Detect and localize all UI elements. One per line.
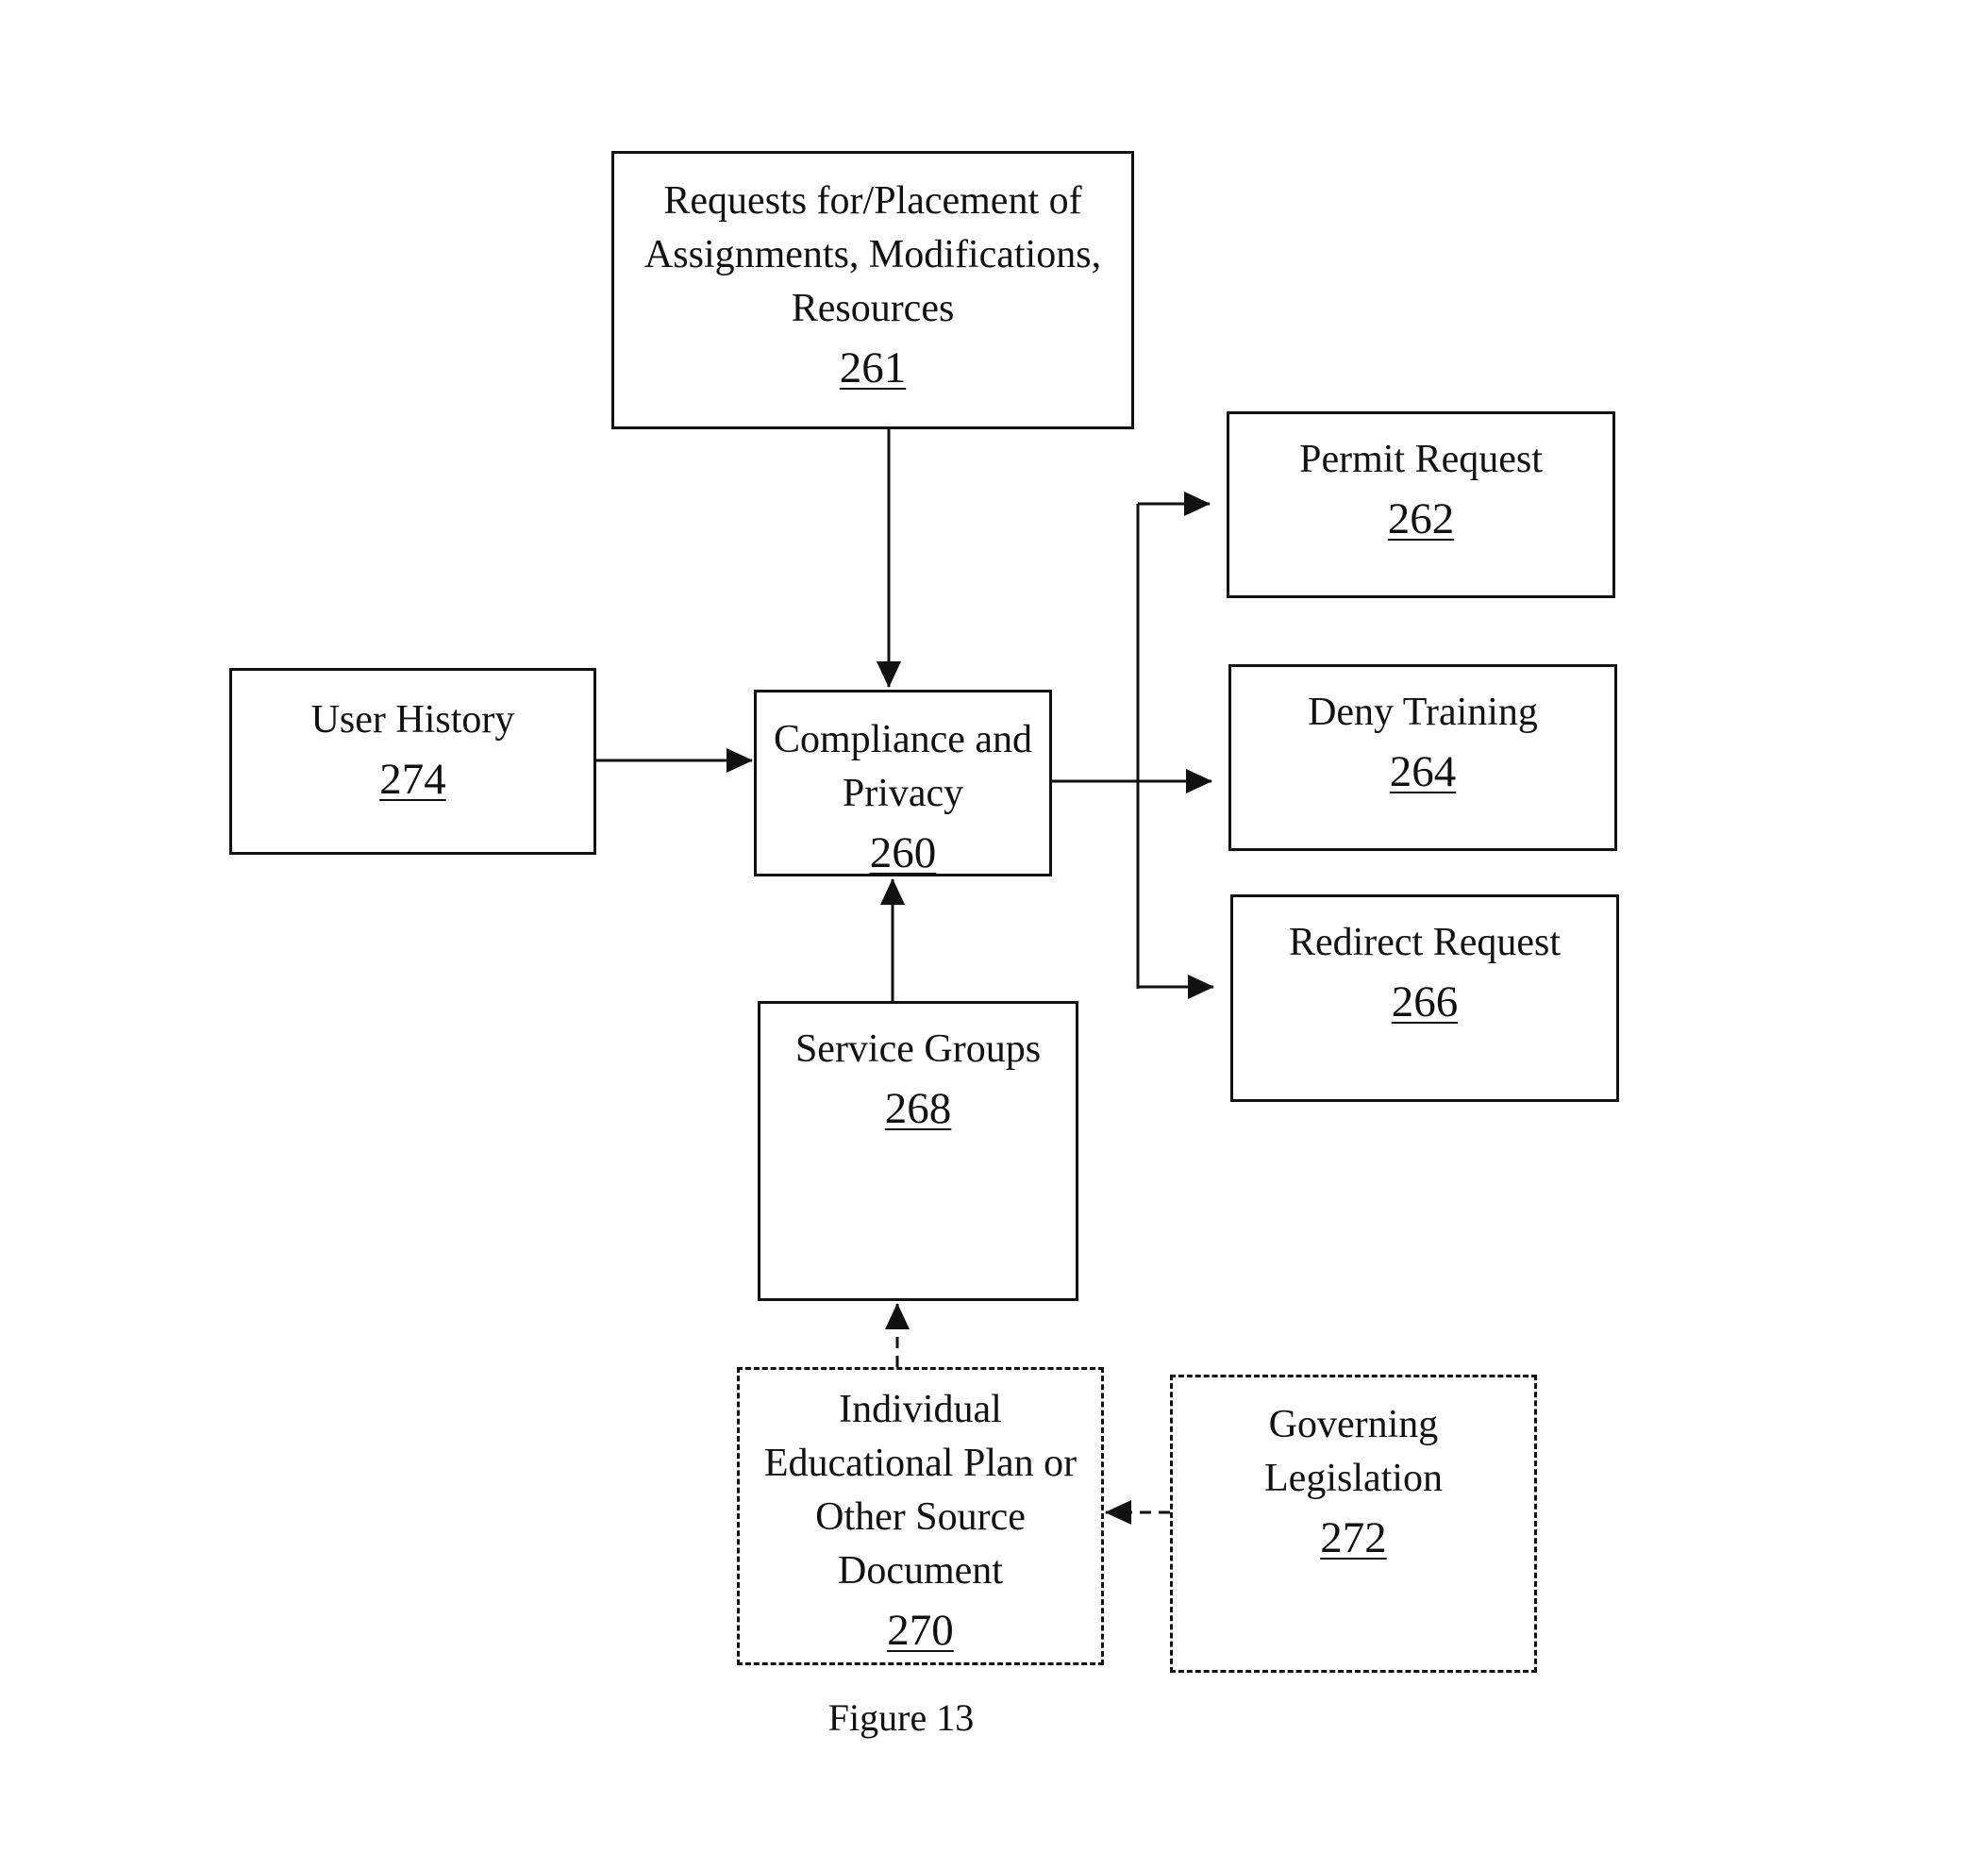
iep-line-4: Document bbox=[740, 1544, 1101, 1598]
requests-line-1: Requests for/Placement of bbox=[614, 175, 1131, 228]
iep-node: Individual Educational Plan or Other Sou… bbox=[737, 1367, 1104, 1665]
requests-node: Requests for/Placement of Assignments, M… bbox=[611, 151, 1134, 429]
figure-caption: Figure 13 bbox=[811, 1694, 991, 1742]
requests-ref-number: 261 bbox=[614, 338, 1131, 399]
redirect-request-ref-number: 266 bbox=[1233, 972, 1616, 1033]
iep-line-1: Individual bbox=[740, 1383, 1101, 1437]
compliance-ref-number: 260 bbox=[757, 823, 1049, 876]
requests-line-3: Resources bbox=[614, 282, 1131, 336]
user-history-node: User History 274 bbox=[229, 668, 596, 855]
permit-request-label: Permit Request bbox=[1229, 433, 1612, 487]
compliance-line-2: Privacy bbox=[757, 767, 1049, 821]
legislation-line-1: Governing bbox=[1173, 1398, 1534, 1452]
service-groups-ref-number: 268 bbox=[760, 1078, 1076, 1140]
service-groups-label: Service Groups bbox=[760, 1023, 1076, 1076]
legislation-ref-number: 272 bbox=[1173, 1508, 1534, 1569]
service-groups-node: Service Groups 268 bbox=[758, 1001, 1078, 1301]
permit-request-node: Permit Request 262 bbox=[1227, 411, 1615, 598]
iep-ref-number: 270 bbox=[740, 1600, 1101, 1661]
permit-request-ref-number: 262 bbox=[1229, 489, 1612, 550]
compliance-privacy-node: Compliance and Privacy 260 bbox=[754, 690, 1052, 876]
deny-training-ref-number: 264 bbox=[1231, 742, 1614, 803]
legislation-line-2: Legislation bbox=[1173, 1452, 1534, 1506]
governing-legislation-node: Governing Legislation 272 bbox=[1170, 1375, 1537, 1673]
redirect-request-node: Redirect Request 266 bbox=[1230, 894, 1619, 1102]
user-history-label: User History bbox=[232, 693, 593, 747]
requests-line-2: Assignments, Modifications, bbox=[614, 228, 1131, 282]
iep-line-3: Other Source bbox=[740, 1491, 1101, 1544]
user-history-ref-number: 274 bbox=[232, 749, 593, 810]
iep-line-2: Educational Plan or bbox=[740, 1437, 1101, 1491]
compliance-line-1: Compliance and bbox=[757, 713, 1049, 767]
deny-training-node: Deny Training 264 bbox=[1228, 664, 1617, 851]
redirect-request-label: Redirect Request bbox=[1233, 916, 1616, 970]
deny-training-label: Deny Training bbox=[1231, 686, 1614, 740]
